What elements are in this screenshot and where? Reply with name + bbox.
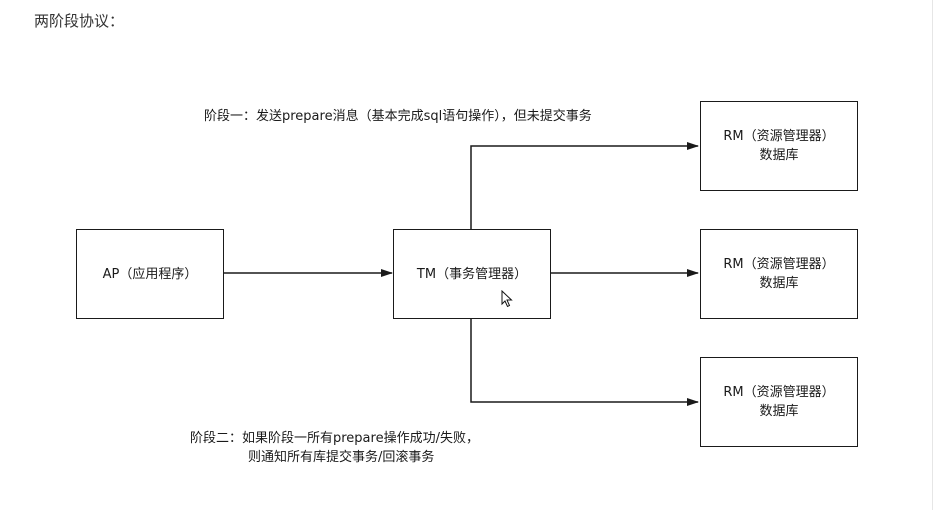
arrow-tm-to-rm-1: [470, 142, 699, 229]
rm-label-line1: RM（资源管理器）: [723, 257, 835, 272]
rm-label-line2: 数据库: [759, 148, 799, 163]
ap-application-label: AP（应用程序）: [102, 266, 198, 282]
rm-label-line2: 数据库: [759, 404, 799, 419]
phase-two-note-line1: 阶段二：如果阶段一所有prepare操作成功/失败，: [190, 431, 479, 446]
phase-one-note: 阶段一：发送prepare消息（基本完成sql语句操作），但未提交事务: [204, 109, 592, 124]
rm-label-line1: RM（资源管理器）: [723, 129, 835, 144]
mouse-pointer-icon: [501, 290, 513, 308]
rm-label-line2: 数据库: [759, 276, 799, 291]
rm-resource-manager-box-3: RM（资源管理器） 数据库: [700, 357, 858, 447]
rm-label-line1: RM（资源管理器）: [723, 385, 835, 400]
arrow-tm-to-rm-3: [470, 318, 699, 406]
tm-transaction-manager-box: TM（事务管理器）: [393, 229, 551, 319]
tm-transaction-manager-label: TM（事务管理器）: [416, 266, 528, 282]
scroll-edge-divider: [932, 0, 933, 510]
rm-resource-manager-box-2: RM（资源管理器） 数据库: [700, 229, 858, 319]
phase-two-note-line2: 则通知所有库提交事务/回滚事务: [248, 450, 435, 465]
ap-application-box: AP（应用程序）: [76, 229, 224, 319]
page-title: 两阶段协议：: [34, 12, 125, 30]
rm-resource-manager-box-1: RM（资源管理器） 数据库: [700, 101, 858, 191]
